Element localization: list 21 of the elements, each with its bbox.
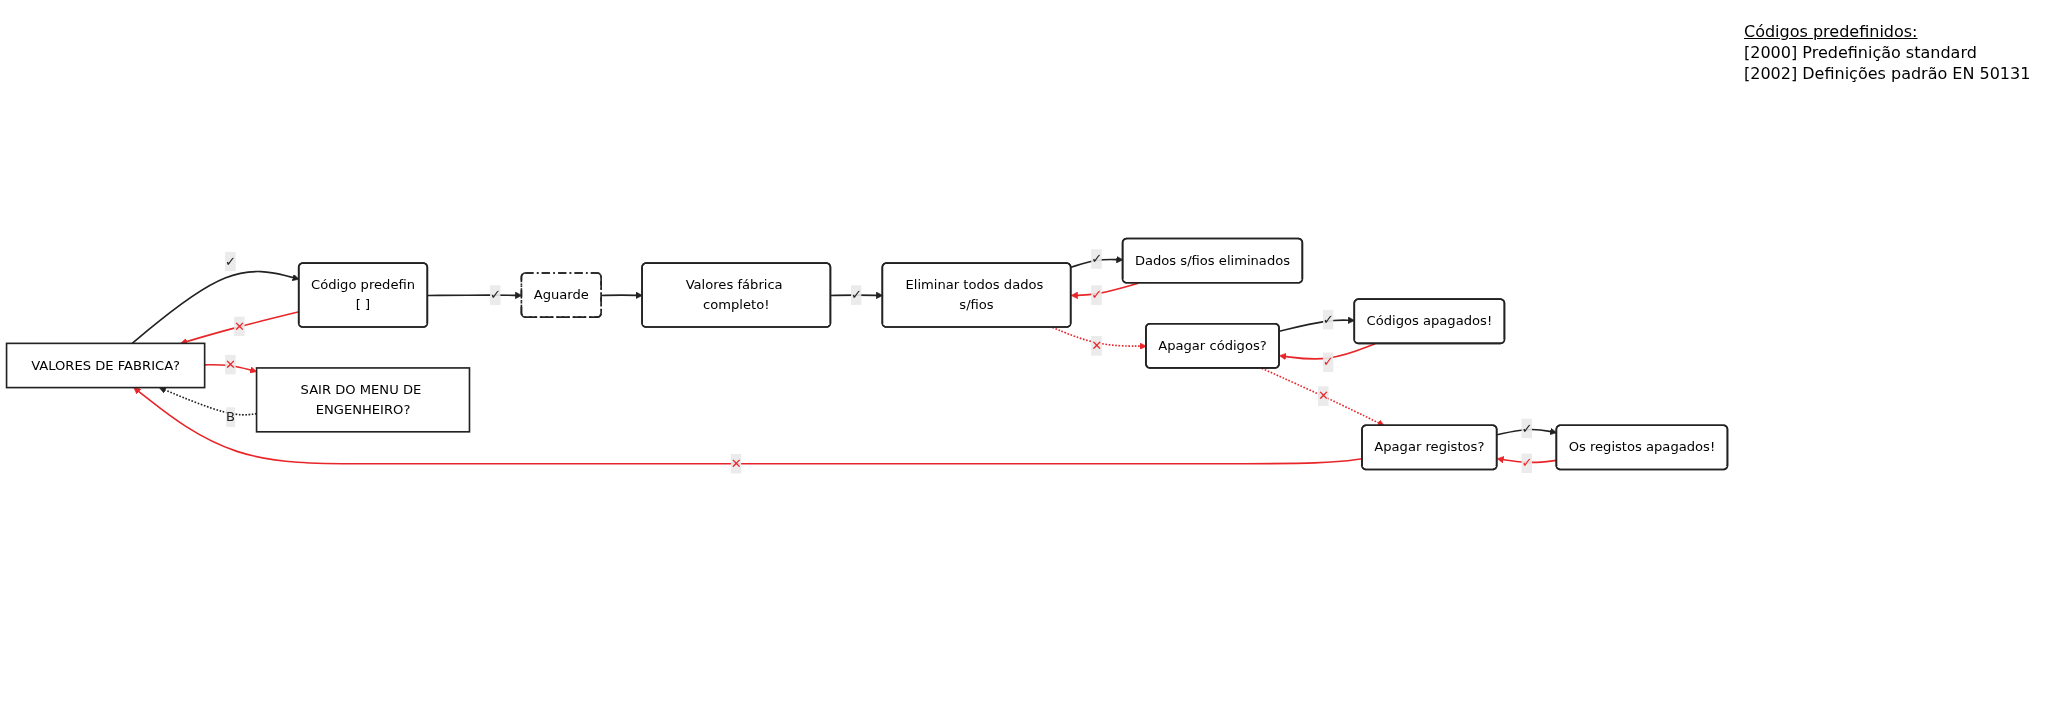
edge-label: ✓ xyxy=(850,287,862,303)
edge-label: ✕ xyxy=(730,456,742,472)
note-text: [2002] Definições padrão EN 50131 xyxy=(1744,64,2032,83)
edge-label: ✓ xyxy=(225,253,237,270)
edge-label: ✓ xyxy=(1322,354,1334,371)
arrow xyxy=(1279,343,1376,361)
edge-label: ✓ xyxy=(1521,420,1533,437)
edge-label: ✓ xyxy=(489,287,501,303)
edge-label: ✓ xyxy=(1521,455,1533,472)
edge-label: ✓ xyxy=(1091,287,1103,303)
node-box: SAIR DO MENU DE ENGENHEIRO? xyxy=(255,367,471,434)
edge-label: B xyxy=(226,409,236,425)
edge-label: ✕ xyxy=(1317,388,1329,404)
edge-label: ✕ xyxy=(225,356,237,373)
edge-label: ✓ xyxy=(1091,251,1103,267)
edge-label: ✕ xyxy=(1091,338,1103,354)
edge-label: ✓ xyxy=(1322,311,1334,328)
note-text: Códigos predefinidos: xyxy=(1744,22,1919,41)
note-text: [2000] Predefinição standard xyxy=(1744,43,1978,62)
edge-label: ✕ xyxy=(234,318,246,335)
node-box: VALORES DE FABRICA? xyxy=(5,343,206,389)
